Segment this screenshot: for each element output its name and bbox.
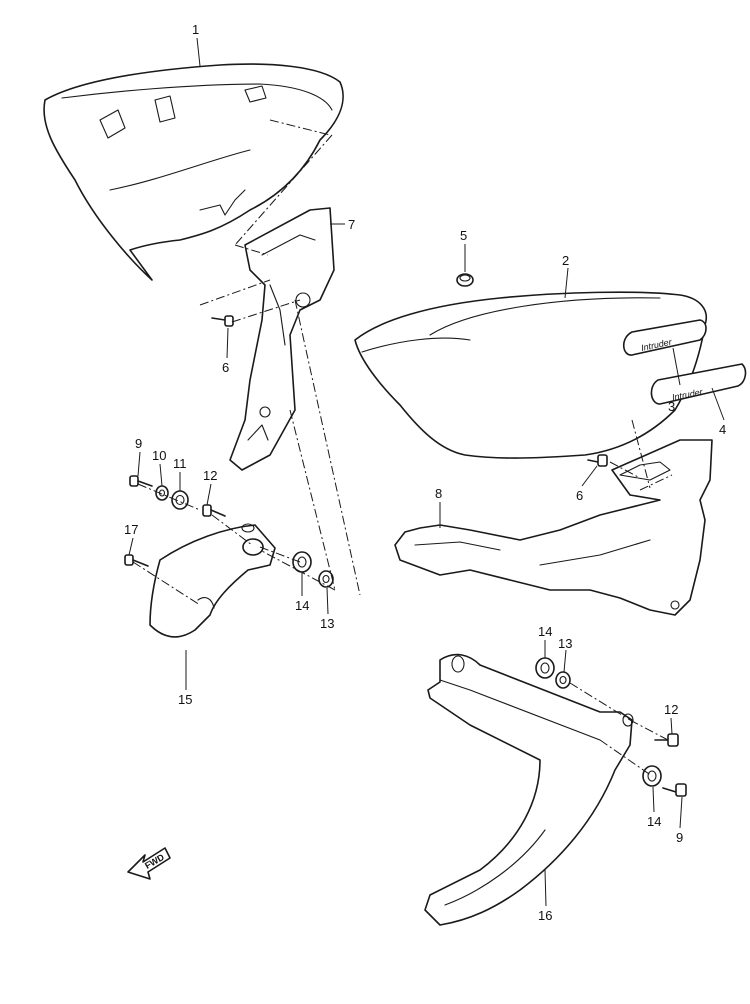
part-16-lower-frame-cover: [424, 653, 634, 926]
callout-1: 1: [192, 22, 199, 37]
callout-12-upper: 12: [203, 468, 217, 483]
callout-13-lower: 13: [558, 636, 572, 651]
callout-17: 17: [124, 522, 138, 537]
callout-labels: 1 2 3 4 5 6 6 7 8 9 9 10 11 12 12 13 13 …: [124, 22, 726, 923]
part-12-bolt-upper: [202, 504, 226, 517]
part-12-bolt-lower: [654, 733, 679, 747]
assembly-lines: [132, 119, 673, 777]
part-9-bolt-lower: [662, 783, 687, 797]
callout-5: 5: [460, 228, 467, 243]
part-5-grommet: [456, 273, 474, 287]
callout-13-upper: 13: [320, 616, 334, 631]
callout-14-upper: 14: [295, 598, 309, 613]
callout-8: 8: [435, 486, 442, 501]
callout-6-right: 6: [576, 488, 583, 503]
part-6-screw-left: [211, 315, 234, 327]
callout-12-lower: 12: [664, 702, 678, 717]
leader-lines: [128, 37, 725, 907]
callout-10: 10: [152, 448, 166, 463]
part-11-grommet: [171, 490, 189, 510]
part-6-screw-right: [587, 454, 608, 467]
callout-15: 15: [178, 692, 192, 707]
part-13-collar-upper: [318, 570, 334, 588]
callout-3: 3: [668, 399, 675, 414]
part-1-seat-tail-cover: [43, 63, 344, 281]
part-15-cover-bracket: [149, 523, 276, 638]
part-10-washer: [155, 485, 169, 501]
callout-4: 4: [719, 422, 726, 437]
callout-9-lower: 9: [676, 830, 683, 845]
callout-7: 7: [348, 217, 355, 232]
part-14-grommet-middle: [535, 657, 555, 679]
fwd-arrow-icon: FWD: [127, 847, 171, 880]
callout-14-middle: 14: [538, 624, 552, 639]
part-9-bolt-upper: [129, 475, 153, 487]
callout-14-lower: 14: [647, 814, 661, 829]
part-7-side-bracket: [229, 207, 335, 471]
callout-16: 16: [538, 908, 552, 923]
part-13-collar-middle: [555, 671, 571, 689]
part-8-lower-side-cover: [394, 439, 713, 616]
callout-6-left: 6: [222, 360, 229, 375]
part-2-frame-side-cover: Intruder: [354, 291, 707, 459]
part-14-grommet-upper: [292, 551, 312, 573]
callout-9-upper: 9: [135, 436, 142, 451]
callout-2: 2: [562, 253, 569, 268]
callout-11: 11: [173, 456, 187, 471]
